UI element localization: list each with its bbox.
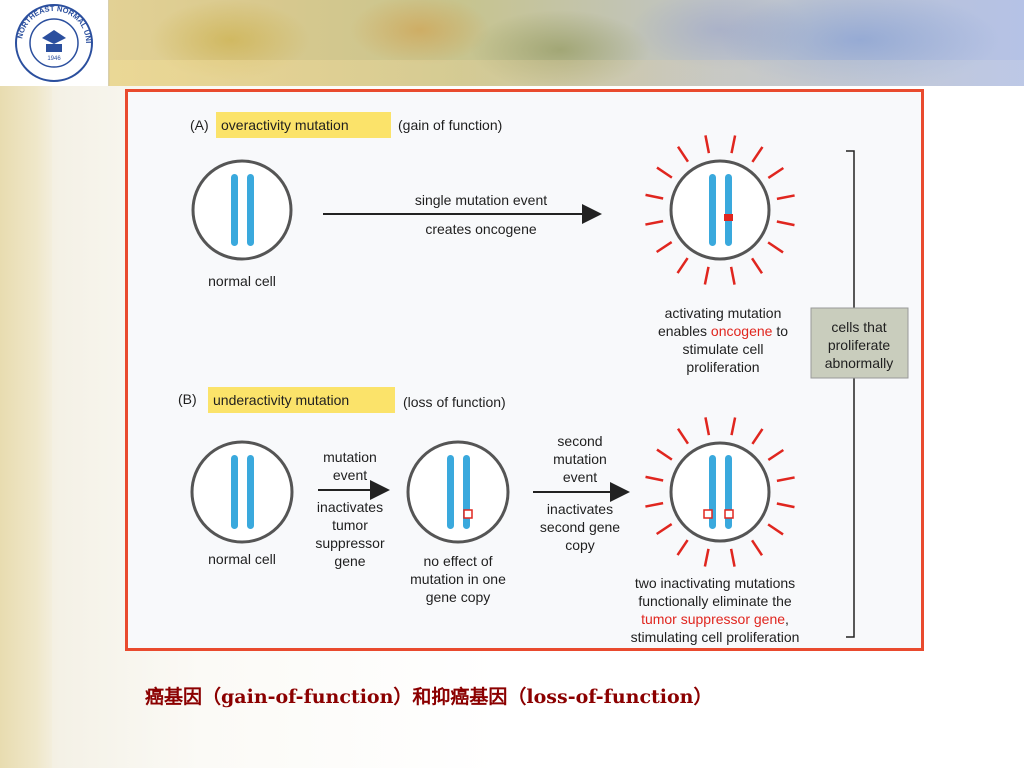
proliferation-ray: [730, 417, 737, 436]
normal-cell-b: [190, 440, 294, 544]
proliferation-ray: [676, 145, 689, 163]
outcome-line2: proliferate: [828, 337, 890, 353]
proliferation-ray: [751, 428, 764, 445]
university-logo: NORTHEAST NORMAL UNIVERSITY 1946: [0, 0, 109, 86]
panel-a-tag: (A): [190, 117, 209, 133]
panel-a-arrow-line1: single mutation event: [415, 192, 547, 208]
inactivated-gene-marker: [463, 509, 473, 519]
mutation-marker: [724, 214, 733, 221]
proliferation-ray: [655, 523, 673, 536]
logo-emblem-icon: NORTHEAST NORMAL UNIVERSITY 1946: [6, 2, 93, 82]
panel-b-arrow1-bot2: tumor: [332, 517, 368, 533]
proliferation-ray: [676, 257, 689, 274]
mutation-diagram: (A) overactivity mutation (gain of funct…: [178, 112, 909, 645]
proliferation-ray: [767, 523, 784, 536]
proliferation-ray: [751, 539, 764, 557]
panel-b-tag: (B): [178, 391, 197, 407]
proliferation-ray: [704, 417, 711, 436]
panel-b-arrow1-top2: event: [333, 467, 367, 483]
proliferation-ray: [767, 241, 784, 254]
panel-b-arrow2-bot2: second gene: [540, 519, 620, 535]
panel-b-mid-label3: gene copy: [426, 589, 491, 605]
panel-a-result-line2: enables oncogene to: [658, 323, 788, 339]
proliferation-ray: [703, 548, 710, 567]
proliferation-ray: [776, 476, 795, 483]
panel-b-arrow2-top2: mutation: [553, 451, 607, 467]
panel-a-result-line4: proliferation: [686, 359, 759, 375]
inactivated-gene-marker-1: [703, 509, 713, 519]
panel-b-result-line2: functionally eliminate the: [638, 593, 792, 609]
proliferation-ray: [676, 539, 689, 556]
outcome-box: [810, 307, 909, 379]
panel-b-arrow2-top1: second: [557, 433, 602, 449]
panel-b-title-highlight: [208, 387, 395, 413]
panel-b-arrow2-top3: event: [563, 469, 597, 485]
outcome-line1: cells that: [831, 319, 886, 335]
proliferation-ray: [767, 448, 785, 461]
proliferating-cell-b: [645, 417, 795, 567]
textbook-figure: (A) overactivity mutation (gain of funct…: [125, 89, 924, 651]
proliferation-ray: [704, 135, 711, 154]
panel-b-subtitle: (loss of function): [403, 394, 506, 410]
proliferation-ray: [656, 166, 673, 179]
proliferation-ray: [729, 548, 736, 567]
panel-a-arrow-line2: creates oncogene: [425, 221, 537, 237]
proliferation-ray: [645, 501, 664, 508]
panel-b-arrow1-bot4: gene: [334, 553, 365, 569]
panel-b-result-line4: stimulating cell proliferation: [631, 629, 800, 645]
proliferation-ray: [767, 166, 785, 179]
proliferation-ray: [776, 502, 795, 509]
proliferation-ray: [751, 257, 764, 275]
panel-a-result-line3: stimulate cell: [683, 341, 764, 357]
panel-b-mid-label2: mutation in one: [410, 571, 506, 587]
panel-a-cell-label: normal cell: [208, 273, 276, 289]
normal-cell-a: [191, 159, 293, 261]
panel-b-result-line3: tumor suppressor gene,: [641, 611, 789, 627]
slide-caption: 癌基因（gain-of-function）和抑癌基因（loss-of-funct…: [145, 686, 713, 708]
proliferation-ray: [729, 266, 736, 285]
panel-b-arrow1-bot1: inactivates: [317, 499, 383, 515]
panel-b-result-line1: two inactivating mutations: [635, 575, 795, 591]
proliferation-ray: [776, 220, 795, 227]
logo-year: 1946: [47, 56, 61, 62]
proliferation-ray: [645, 475, 664, 482]
proliferation-ray: [655, 241, 673, 254]
inactivated-gene-marker-2: [724, 509, 734, 519]
proliferation-ray: [645, 219, 664, 226]
proliferation-ray: [751, 146, 764, 163]
panel-b-mid-label1: no effect of: [423, 553, 492, 569]
panel-b-title: underactivity mutation: [213, 392, 349, 408]
proliferation-ray: [656, 448, 673, 461]
proliferation-ray: [730, 135, 737, 154]
panel-a-subtitle: (gain of function): [398, 117, 502, 133]
panel-a-title-highlight: [216, 112, 391, 138]
panel-a-title: overactivity mutation: [221, 117, 349, 133]
proliferation-ray: [776, 194, 795, 201]
proliferation-ray: [645, 193, 664, 200]
outcome-line3: abnormally: [825, 355, 893, 371]
panel-b-cell-label: normal cell: [208, 551, 276, 567]
left-decoration: [0, 86, 52, 768]
single-mutation-cell: [406, 440, 510, 544]
panel-b-arrow1-bot3: suppressor: [315, 535, 385, 551]
header-decoration: [110, 60, 1024, 86]
outcome-bracket: [846, 150, 855, 638]
proliferation-ray: [676, 427, 689, 445]
proliferation-ray: [703, 266, 710, 285]
panel-b-arrow1-top1: mutation: [323, 449, 377, 465]
panel-a-result-line1: activating mutation: [665, 305, 782, 321]
panel-b-arrow2-bot1: inactivates: [547, 501, 613, 517]
panel-b-arrow2-bot3: copy: [565, 537, 595, 553]
proliferating-cell-a: [645, 135, 795, 285]
